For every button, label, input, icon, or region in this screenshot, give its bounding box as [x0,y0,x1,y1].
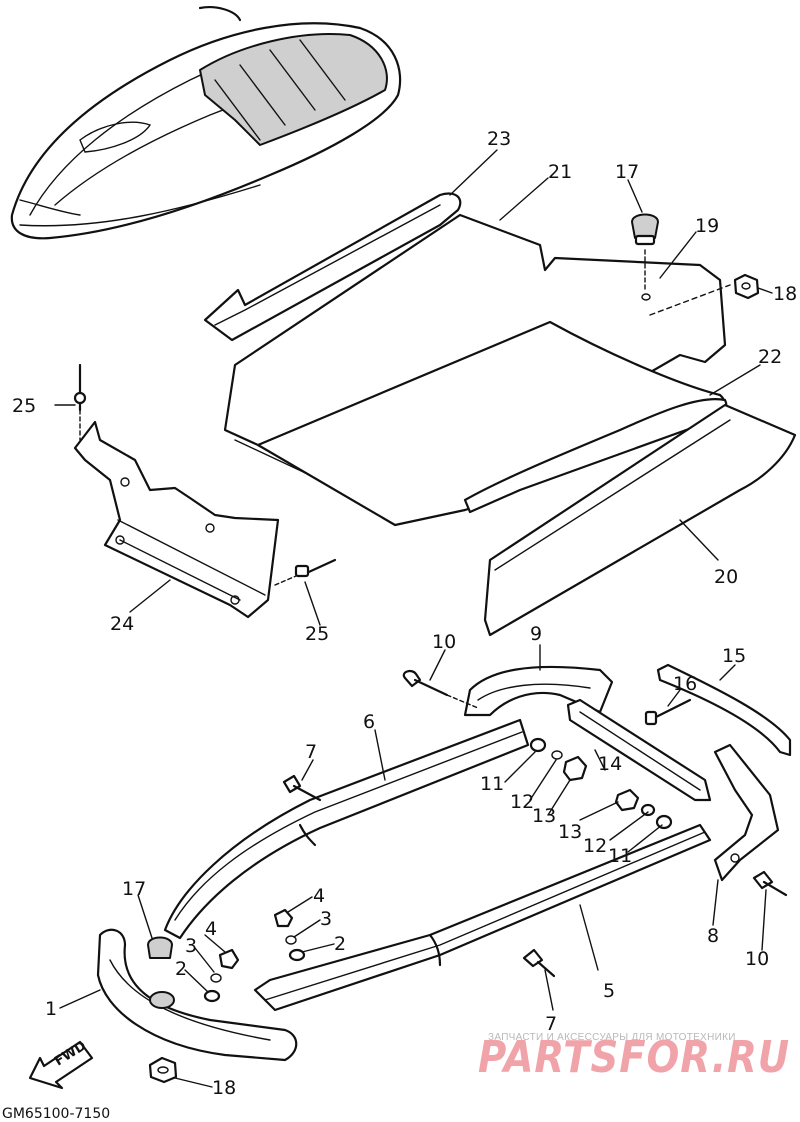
label-22: 22 [758,346,782,368]
label-13-lower: 13 [558,821,582,843]
bumper-9 [463,665,614,717]
nut-18-top [649,273,760,316]
label-8: 8 [707,925,719,947]
label-25-side: 25 [305,623,329,645]
fwd-arrow-icon: FWD [28,1039,94,1090]
label-25-top: 25 [12,395,36,417]
bumper-1 [96,928,298,1062]
label-11-lower: 11 [608,845,632,867]
label-18-bottom: 18 [212,1077,236,1099]
label-1: 1 [45,998,57,1020]
rail-14 [566,698,712,802]
grommet-17-top [631,213,659,301]
label-24: 24 [110,613,134,635]
label-18-top: 18 [773,283,797,305]
label-12-upper: 12 [510,791,534,813]
watercraft-illustration [10,6,402,240]
label-2-right: 2 [334,933,346,955]
label-12-lower: 12 [583,835,607,857]
label-4-right: 4 [313,885,325,907]
label-17-top: 17 [615,161,639,183]
watermark-brand: PARTSFOR.RU [478,1032,790,1083]
diagram-code: GM65100-7150 [2,1106,110,1122]
label-11-upper: 11 [480,773,504,795]
rivet-16 [644,698,692,726]
label-16: 16 [673,673,697,695]
watermark: ЗАПЧАСТИ И АКСЕССУАРЫ ДЛЯ МОТОТЕХНИКИ PA… [478,1032,790,1083]
bolt-10-right [752,870,788,897]
label-21: 21 [548,161,572,183]
bumper-8 [713,743,780,882]
label-23: 23 [487,128,511,150]
label-9: 9 [530,623,542,645]
label-4-left: 4 [205,918,217,940]
nut-18-bottom [148,1056,178,1084]
bolt-7-upper [282,774,322,802]
leader-lines [54,149,773,1088]
rivet-25-side [274,558,337,586]
bolt-7-lower [522,948,556,978]
mat-23 [203,192,462,342]
label-2-left: 2 [175,958,187,980]
label-5: 5 [603,980,615,1002]
label-6: 6 [363,711,375,733]
label-10-right: 10 [745,948,769,970]
fasteners [147,737,673,1003]
guard-6 [163,718,530,940]
label-15: 15 [722,645,746,667]
guard-5 [253,823,712,1012]
mat-20 [483,403,797,637]
label-3-right: 3 [320,908,332,930]
label-17-lower: 17 [122,878,146,900]
callout-labels: 23 21 17 19 18 22 20 25 24 25 10 9 15 16… [12,128,797,1099]
bracket-24 [73,420,280,619]
label-20: 20 [714,566,738,588]
label-3-left: 3 [185,935,197,957]
bolt-10-top [402,669,479,709]
watermark-tagline: ЗАПЧАСТИ И АКСЕССУАРЫ ДЛЯ МОТОТЕХНИКИ [488,1032,736,1043]
label-10-top: 10 [432,631,456,653]
label-19: 19 [695,215,719,237]
rail-15 [656,663,792,757]
rivet-25-top [73,363,87,441]
label-7-lower: 7 [545,1013,557,1035]
label-14: 14 [598,753,622,775]
label-7-upper: 7 [305,741,317,763]
label-13-upper: 13 [532,805,556,827]
